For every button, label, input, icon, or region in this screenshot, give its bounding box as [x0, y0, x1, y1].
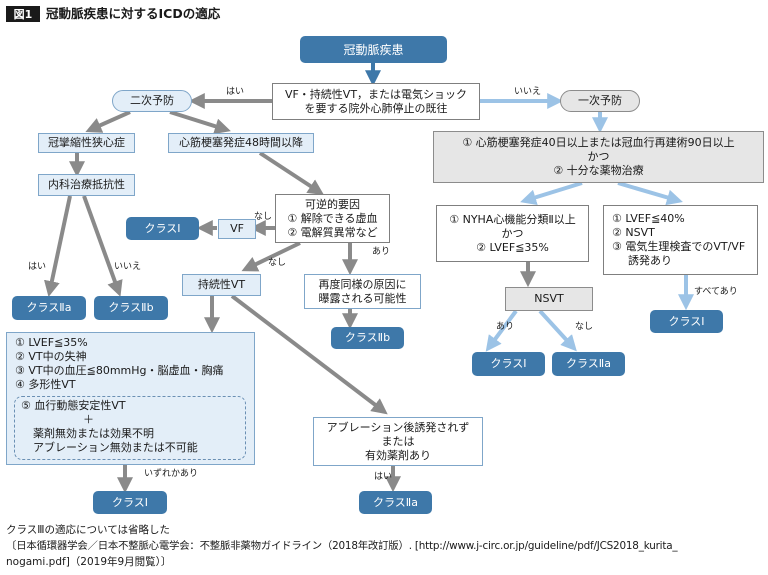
node-class1-nsvt: クラスⅠ [472, 352, 545, 376]
node-reversible-factors: 可逆的要因 ① 解除できる虚血 ② 電解質異常など [275, 194, 390, 243]
arrow-secondary-vasospasm [85, 110, 131, 133]
node-nsvt: NSVT [505, 287, 593, 311]
node-class1-ep: クラスⅠ [650, 310, 723, 333]
criterion-3: ③ VT中の血圧≦80mmHg・脳虚血・胸痛 [15, 364, 224, 377]
ablation-line3: 有効薬剤あり [365, 448, 431, 462]
label-no-left: いいえ [114, 262, 142, 272]
reversible-line1: 可逆的要因 [305, 197, 360, 211]
label-none-nsvt: なし [575, 322, 594, 332]
label-yes-secondary: はい [226, 87, 245, 97]
node-class2a-ablation: クラスⅡa [359, 491, 432, 514]
arrow-nsvt-class1 [485, 309, 518, 352]
node-vasospastic-angina: 冠攣縮性狭心症 [38, 133, 135, 153]
criteria-list: ① LVEF≦35% ② VT中の失神 ③ VT中の血圧≦80mmHg・脳虚血・… [15, 336, 224, 392]
node-ef40: ① LVEF≦40% ② NSVT ③ 電気生理検査でのVT/VF 誘発あり [603, 205, 758, 275]
footer-note: クラスⅢの適応については省略した [6, 524, 171, 536]
ablation-line2: または [381, 434, 415, 448]
ef40-line2: ② NSVT [612, 226, 655, 239]
nyha-line2: かつ [501, 226, 524, 240]
criterion-plus: ＋ [83, 413, 94, 426]
reversible-line2: ① 解除できる虚血 [287, 211, 378, 225]
figure-badge: 図1 [6, 6, 40, 22]
ef40-line1: ① LVEF≦40% [612, 212, 685, 225]
primary-cond-line2: かつ [587, 150, 610, 163]
ef40-line4: 誘発あり [628, 254, 672, 267]
label-yes-left: はい [28, 262, 47, 272]
label-all-exist: すべてあり [694, 287, 738, 297]
history-question-line2: を要する院外心肺停止の既往 [304, 101, 448, 115]
node-secondary-prevention: 二次予防 [112, 90, 192, 112]
criterion-4: ④ 多形性VT [15, 378, 76, 391]
arrow-cond-nyha [520, 181, 583, 206]
label-exists-recur: あり [372, 247, 391, 257]
node-root: 冠動脈疾患 [300, 36, 447, 63]
node-class2a-nsvt: クラスⅡa [552, 352, 625, 376]
criterion-1: ① LVEF≦35% [15, 336, 88, 349]
node-vf: VF [218, 219, 256, 239]
label-no-primary: いいえ [514, 87, 542, 97]
node-class1-vf: クラスⅠ [126, 217, 199, 240]
node-sustained-vt: 持続性VT [182, 274, 261, 296]
node-class2a-left: クラスⅡa [12, 296, 86, 320]
ef40-line3: ③ 電気生理検査でのVT/VF [612, 240, 746, 253]
node-primary-conditions: ① 心筋梗塞発症40日以上または冠血行再建術90日以上 かつ ② 十分な薬物治療 [433, 131, 764, 183]
primary-cond-line1: ① 心筋梗塞発症40日以上または冠血行再建術90日以上 [462, 136, 735, 149]
criterion-5: ⑤ 血行動態安定性VT [21, 399, 126, 412]
nyha-line1: ① NYHA心機能分類Ⅱ以上 [449, 212, 576, 226]
reversible-line3: ② 電解質異常など [287, 225, 378, 239]
node-primary-prevention: 一次予防 [560, 90, 640, 112]
history-question-line1: VF・持続性VT，または電気ショック [284, 87, 468, 101]
node-class2b-left: クラスⅡb [94, 296, 168, 320]
arrow-secondary-mi48 [169, 110, 231, 134]
arrow-medical-class2b [82, 195, 123, 297]
label-none-vf: なし [254, 212, 273, 222]
node-mi-48h: 心筋梗塞発症48時間以降 [168, 133, 314, 153]
footer-source-line2: nogami.pdf]（2019年9月閲覧）〕 [6, 556, 172, 568]
label-yes-ablation: はい [374, 472, 393, 482]
node-vt-criteria: ① LVEF≦35% ② VT中の失神 ③ VT中の血圧≦80mmHg・脳虚血・… [6, 332, 255, 465]
arrow-medical-class2a [44, 195, 72, 298]
criterion-5b: 薬剤無効または効果不明 [33, 427, 154, 440]
ablation-line1: アブレーション後誘発されず [326, 420, 470, 434]
footer-source-line1: 〔日本循環器学会／日本不整脈心電学会：不整脈非薬物ガイドライン（2018年改訂版… [6, 540, 678, 552]
criterion-5c: アブレーション無効または不可能 [33, 441, 198, 454]
recur-line2: 曝露される可能性 [318, 291, 407, 305]
criterion-5-group: ⑤ 血行動態安定性VT ＋ 薬剤無効または効果不明 アブレーション無効または不可… [14, 396, 246, 460]
arrow-vt-ablation [230, 294, 388, 415]
label-none-vt: なし [268, 258, 287, 268]
node-class2b-recur: クラスⅡb [331, 327, 404, 349]
criterion-2: ② VT中の失神 [15, 350, 87, 363]
node-history-question: VF・持続性VT，または電気ショック を要する院外心肺停止の既往 [272, 83, 480, 120]
node-class1-any: クラスⅠ [93, 491, 167, 514]
arrow-cond-ef40 [617, 181, 683, 206]
primary-cond-line3: ② 十分な薬物治療 [553, 164, 644, 177]
nyha-line3: ② LVEF≦35% [476, 240, 549, 254]
arrow-reversible-vt [241, 241, 301, 272]
node-nyha: ① NYHA心機能分類Ⅱ以上 かつ ② LVEF≦35% [436, 205, 589, 262]
node-medical-refractory: 内科治療抵抗性 [38, 174, 135, 196]
node-recurrence-exposure: 再度同様の原因に 曝露される可能性 [304, 274, 421, 309]
arrow-nsvt-class2a [538, 309, 577, 352]
label-any: いずれかあり [144, 469, 199, 479]
arrow-mi48-reversible [258, 151, 325, 195]
label-exists-nsvt: あり [496, 322, 515, 332]
recur-line1: 再度同様の原因に [318, 277, 407, 291]
node-ablation: アブレーション後誘発されず または 有効薬剤あり [313, 417, 483, 466]
figure-title: 冠動脈疾患に対するICDの適応 [46, 6, 221, 21]
